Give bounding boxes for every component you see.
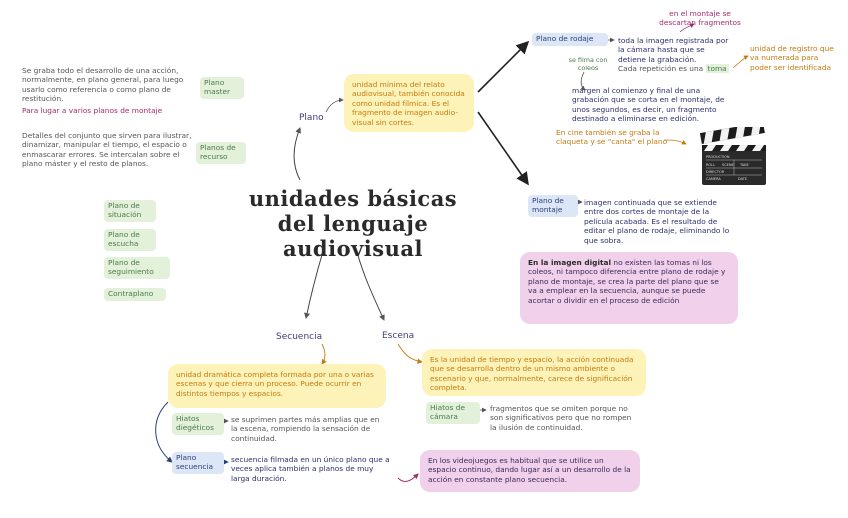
unidad-registro-note: unidad de registro que va numerada para … <box>750 44 834 72</box>
toma-highlight: toma <box>705 64 729 73</box>
clapper-camera: CAMERA <box>706 177 721 181</box>
plano-seguimiento-tag: Plano de seguimiento <box>104 257 170 279</box>
plano-master-text: Se graba todo el desarrollo de una acció… <box>22 66 184 104</box>
coleos-note: se filma con coleos <box>568 56 608 73</box>
imagen-digital-lead: En la imagen digital <box>528 258 612 267</box>
imagen-digital-note: En la imagen digital no existen las toma… <box>520 252 738 324</box>
claqueta-text: En cine también se graba la claqueta y s… <box>556 128 668 147</box>
plano-rodaje-text: toda la imagen registrada por la cámara … <box>618 36 729 64</box>
montaje-descartan-note: en el montaje se descartan fragmentos <box>659 9 741 28</box>
main-title-line-1: unidades básicas <box>248 186 458 211</box>
hiatos-camara-tag: Hiatos de cámara <box>426 402 480 424</box>
plano-rodaje-text-2: Cada repetición es una <box>618 64 704 73</box>
clapper-director: DIRECTOR <box>706 170 725 174</box>
plano-montaje-tag: Plano de montaje <box>528 195 578 217</box>
secuencia-definition: unidad dramática completa formada por un… <box>168 364 386 408</box>
hiatos-camara-text: fragmentos que se omiten porque no son s… <box>490 404 632 432</box>
escena-definition: Es la unidad de tiempo y espacio, la acc… <box>422 349 646 396</box>
plano-definition: unidad mínima del relato audiovisual, ta… <box>344 74 474 132</box>
escena-label: Escena <box>382 331 415 341</box>
margen-text: margen al comienzo y final de una grabac… <box>572 86 725 124</box>
clapper-take: TAKE <box>739 163 749 167</box>
hiatos-diegeticos-text: se suprimen partes más amplias que en la… <box>231 415 380 443</box>
clapper-roll: ROLL <box>706 163 715 167</box>
plano-secuencia-tag: Plano secuencia <box>172 452 224 474</box>
plano-montaje-text: imagen continuada que se extiende entre … <box>584 198 730 245</box>
plano-secuencia-text: secuencia filmada en un único plano que … <box>231 455 390 483</box>
plano-master-tag: Plano master <box>200 77 244 99</box>
planos-recurso-tag: Planos de recurso <box>196 142 246 164</box>
clapper-production: PRODUCTION <box>706 155 730 159</box>
planos-recurso-text: Detalles del conjunto que sirven para il… <box>22 131 192 169</box>
main-title: unidades básicas del lenguaje audiovisua… <box>208 186 498 262</box>
videojuegos-note: En los videojuegos es habitual que se ut… <box>420 450 640 492</box>
plano-rodaje-toma-line: Cada repetición es una toma <box>618 64 743 73</box>
plano-situacion-tag: Plano de situación <box>104 200 156 222</box>
imagen-digital-text: no existen las tomas ni los coleos, ni t… <box>528 258 726 305</box>
plano-master-note: Para lugar a varios planos de montaje <box>22 106 163 115</box>
plano-escucha-tag: Plano de escucha <box>104 229 156 251</box>
clapper-date: DATE <box>738 177 747 181</box>
plano-label: Plano <box>299 113 324 123</box>
clapper-scene: SCENE <box>722 163 734 167</box>
secuencia-label: Secuencia <box>276 332 323 342</box>
main-title-line-2: del lenguaje audiovisual <box>277 211 429 262</box>
contraplano-tag: Contraplano <box>104 288 166 301</box>
plano-rodaje-tag: Plano de rodaje <box>532 33 608 46</box>
clapperboard-image: PRODUCTION ROLL SCENE TAKE DIRECTOR CAME… <box>698 122 770 187</box>
hiatos-diegeticos-tag: Hiatos diegéticos <box>172 413 224 435</box>
